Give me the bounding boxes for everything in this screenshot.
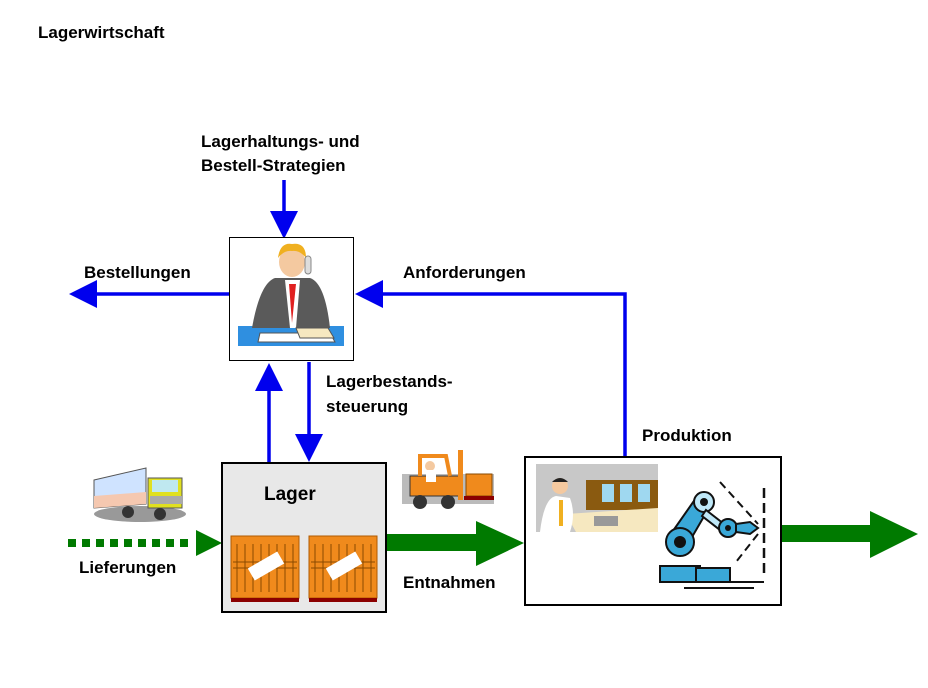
- forklift-icon: [402, 450, 494, 509]
- arrow-output-shaft: [781, 525, 875, 542]
- label-lieferungen: Lieferungen: [79, 558, 177, 577]
- label-anforderungen: Anforderungen: [403, 263, 526, 282]
- label-strategien-1: Lagerhaltungs- und: [201, 132, 360, 151]
- lager-box: Lager: [221, 462, 387, 613]
- label-produktion: Produktion: [642, 426, 732, 445]
- label-bestandssteuerung-2: steuerung: [326, 397, 409, 416]
- businessman-on-phone-icon: [238, 243, 344, 346]
- label-bestellungen: Bestellungen: [84, 263, 191, 282]
- control-room-icon: [536, 464, 658, 532]
- crates: [230, 535, 378, 602]
- label-bestandssteuerung-1: Lagerbestands-: [326, 372, 453, 391]
- arrow-lieferungen-head: [196, 530, 222, 556]
- arrow-output-head: [870, 511, 918, 558]
- crate-icon: [230, 535, 300, 602]
- arrow-anforderungen: [355, 280, 627, 458]
- arrow-entnahmen-head: [476, 521, 524, 566]
- label-strategien-2: Bestell-Strategien: [201, 156, 346, 175]
- robot-arm-icon: [659, 481, 766, 589]
- produktion-box: [524, 456, 782, 606]
- label-lager: Lager: [264, 484, 316, 505]
- label-entnahmen: Entnahmen: [403, 573, 496, 592]
- crate-icon: [308, 535, 378, 602]
- arrow-entnahmen-shaft: [386, 534, 480, 551]
- truck-icon: [93, 467, 186, 522]
- disposition-box: [229, 237, 354, 361]
- diagram-title: Lagerwirtschaft: [38, 23, 165, 42]
